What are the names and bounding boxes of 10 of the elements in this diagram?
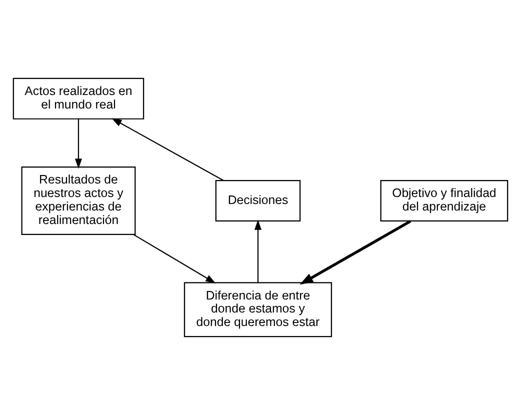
- node-box: Objetivo y finalidad del aprendizaje: [380, 180, 508, 222]
- node-box: Decisiones: [215, 180, 301, 222]
- arrow: [300, 219, 412, 284]
- arrow: [133, 233, 216, 283]
- arrow: [74, 118, 82, 168]
- arrow: [254, 219, 262, 282]
- arrow: [112, 118, 224, 180]
- node-box: Resultados de nuestros actos y experiencias de realimentación: [21, 166, 136, 234]
- node-box: Diferencia de entre donde estamos y donde queremos estar: [184, 282, 332, 337]
- node-box: Actos realizados en el mundo real: [12, 77, 144, 119]
